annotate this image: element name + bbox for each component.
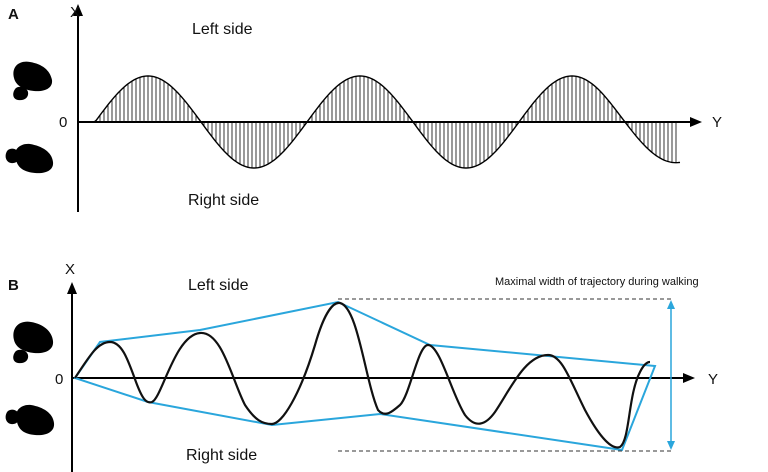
panel-a-origin-label: 0 (59, 114, 67, 131)
panel-a-letter: A (8, 6, 19, 23)
panel-a-hatching (99, 76, 677, 168)
panel-a-x-axis-label: X (70, 4, 80, 21)
left-footprint-icon (13, 321, 54, 364)
panel-a-right-side-label: Right side (188, 192, 259, 209)
panel-a-sway-curve (90, 75, 681, 169)
panel-b-y-arrowhead (683, 373, 695, 383)
right-footprint-icon (5, 404, 55, 436)
panel-b-y-axis-label: Y (708, 371, 718, 388)
panel-b-x-axis-label: X (65, 261, 75, 278)
panel-a: A X Y 0 Left side Right side (5, 4, 722, 212)
panel-b-right-side-label: Right side (186, 447, 257, 464)
panel-b-x-arrowhead (67, 282, 77, 294)
left-footprint-icon (13, 61, 53, 101)
panel-a-left-side-label: Left side (192, 21, 253, 38)
max-width-arrowhead-bottom (667, 441, 675, 450)
right-footprint-icon (5, 143, 54, 174)
panel-b-letter: B (8, 277, 19, 294)
max-width-annotation: Maximal width of trajectory during walki… (495, 276, 699, 288)
panel-b-left-side-label: Left side (188, 277, 249, 294)
panel-b-trajectory-curve (74, 301, 651, 449)
panel-a-y-arrowhead (690, 117, 702, 127)
trajectory-envelope (73, 300, 657, 452)
panel-b-origin-label: 0 (55, 371, 63, 388)
max-width-arrowhead-top (667, 300, 675, 309)
panel-b: B X Y 0 Left side Right side Maximal wid… (5, 261, 718, 472)
panel-a-x-arrowhead (73, 4, 83, 16)
panel-a-y-axis-label: Y (712, 114, 722, 131)
